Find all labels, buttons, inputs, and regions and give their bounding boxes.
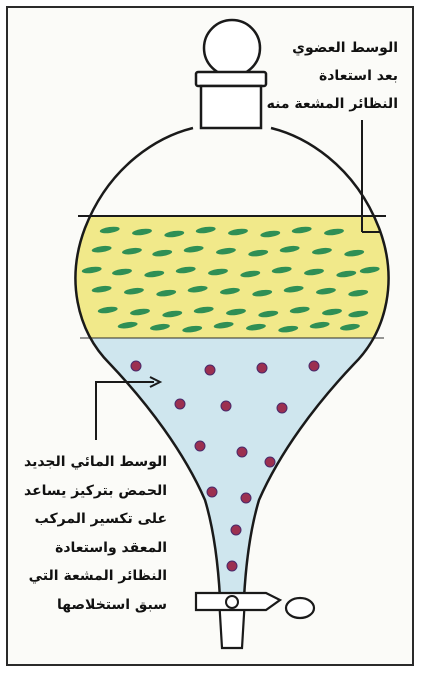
- aqueous-label-line: الوسط المائي الجديد: [24, 448, 167, 477]
- radioactive-particle: [131, 361, 141, 371]
- stopcock: [196, 593, 314, 648]
- stopper: [196, 20, 266, 128]
- organic-label-line: بعد استعادة: [267, 62, 398, 90]
- aqueous-label-line: الحمض بتركيز يساعد: [24, 477, 167, 506]
- organic-label-line: النظائر المشعة منه: [267, 90, 398, 118]
- radioactive-particle: [231, 525, 241, 535]
- radioactive-particle: [257, 363, 267, 373]
- radioactive-particle: [205, 365, 215, 375]
- radioactive-particle: [227, 561, 237, 571]
- radioactive-particle: [265, 457, 275, 467]
- organic-label-line: الوسط العضوي: [267, 34, 398, 62]
- radioactive-particle: [195, 441, 205, 451]
- organic-layer-label: الوسط العضوي بعد استعادة النظائر المشعة …: [267, 34, 398, 118]
- radioactive-particle: [277, 403, 287, 413]
- radioactive-particle: [175, 399, 185, 409]
- radioactive-particle: [237, 447, 247, 457]
- aqueous-label-line: المعقد واستعادة: [24, 534, 167, 563]
- aqueous-label-line: سبق استخلاصها: [24, 591, 167, 620]
- aqueous-label-line: على تكسير المركب: [24, 505, 167, 534]
- aqueous-layer-label: الوسط المائي الجديد الحمض بتركيز يساعد ع…: [24, 448, 167, 619]
- radioactive-particle: [207, 487, 217, 497]
- aqueous-label-line: النظائر المشعة التي: [24, 562, 167, 591]
- radioactive-particle: [309, 361, 319, 371]
- radioactive-particle: [241, 493, 251, 503]
- radioactive-particle: [221, 401, 231, 411]
